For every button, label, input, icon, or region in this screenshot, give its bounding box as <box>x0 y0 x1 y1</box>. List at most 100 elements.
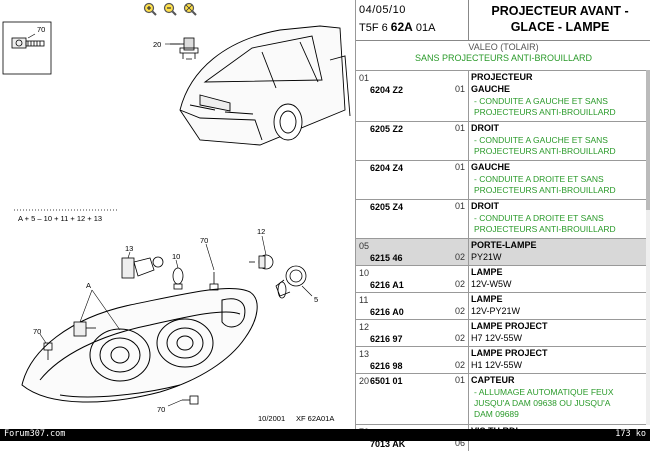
row-note: PROJECTEURS ANTI-BROUILLARD <box>474 185 616 195</box>
diagram-footer-date: 10/2001 <box>258 414 285 423</box>
row-index: 10 <box>359 268 370 278</box>
zoom-in-icon[interactable] <box>143 2 157 16</box>
parts-list-pane: 04/05/10 T5F 6 62A 01A PROJECTEUR AVANT … <box>355 0 650 451</box>
row-designation: PORTE-LAMPE <box>471 240 537 250</box>
row-designation: H1 12V-55W <box>471 360 523 370</box>
parts-scrollbar[interactable] <box>646 70 650 425</box>
brand-note: SANS PROJECTEURS ANTI-BROUILLARD <box>414 53 593 63</box>
row-note: - ALLUMAGE AUTOMATIQUE FEUX <box>474 387 614 397</box>
row-reference: 6216 A1 <box>370 280 404 290</box>
row-reference: 6204 Z4 <box>370 163 404 173</box>
row-reference: 6216 A0 <box>370 307 404 317</box>
row-designation: LAMPE <box>471 267 503 277</box>
table-row[interactable]: 6205 Z4 01 DROIT - CONDUITE A DROITE ET SAN… <box>356 199 646 238</box>
row-designation: GAUCHE <box>471 162 511 172</box>
row-reference: 6215 46 <box>370 253 403 263</box>
row-designation: LAMPE <box>471 294 503 304</box>
screw-part <box>11 37 45 49</box>
exploded-parts-diagram: 70 20 13 10 70 12 5 A 70 70 A + 5 – 10 +… <box>2 21 351 423</box>
lamp-part-13 <box>121 256 164 279</box>
row-quantity: 01 <box>455 162 466 172</box>
header-code: T5F 6 62A 01A <box>359 20 436 34</box>
row-index: 13 <box>359 349 370 359</box>
row-designation: DROIT <box>471 123 499 133</box>
row-note: DAM 09689 <box>474 409 519 419</box>
brand-label: VALEO (TOLAIR) <box>468 42 539 52</box>
row-quantity: 01 <box>455 375 466 385</box>
row-designation: H7 12V-55W <box>471 333 523 343</box>
row-index: 05 <box>359 241 370 251</box>
row-designation: 12V-PY21W <box>471 306 521 316</box>
row-index: 12 <box>359 322 370 332</box>
zoom-out-icon[interactable] <box>163 2 177 16</box>
row-reference: 6205 Z2 <box>370 124 404 134</box>
scrollbar-thumb[interactable] <box>646 70 650 210</box>
diagram-footer-code: XF 62A01A <box>296 414 334 423</box>
callout-10: 10 <box>172 252 180 261</box>
row-note: PROJECTEURS ANTI-BROUILLARD <box>474 224 616 234</box>
lamp-part-10 <box>172 267 184 290</box>
callout-5: 5 <box>314 295 318 304</box>
callout-70-top: 70 <box>37 25 45 34</box>
header-date: 04/05/10 <box>359 4 406 16</box>
row-designation: 12V-W5W <box>471 279 512 289</box>
row-designation: PROJECTEUR <box>471 72 533 82</box>
row-index: 11 <box>359 295 369 305</box>
row-note: - CONDUITE A GAUCHE ET SANS <box>474 135 608 145</box>
row-note: - CONDUITE A GAUCHE ET SANS <box>474 96 608 106</box>
row-quantity: 01 <box>455 123 466 133</box>
row-quantity: 02 <box>455 333 466 343</box>
callout-13: 13 <box>125 244 133 253</box>
header-title: PROJECTEUR AVANT - GLACE - LAMPE <box>491 4 629 34</box>
brand-header: VALEO (TOLAIR) SANS PROJECTEURS ANTI-BRO… <box>356 41 650 69</box>
row-note: PROJECTEURS ANTI-BROUILLARD <box>474 146 616 156</box>
status-site: Forum307.com <box>4 429 66 439</box>
screw-detail-box <box>2 21 52 75</box>
row-quantity: 02 <box>455 279 466 289</box>
row-reference: 6216 98 <box>370 361 403 371</box>
screw-70-mid <box>209 272 219 291</box>
row-designation: CAPTEUR <box>471 375 515 385</box>
screw-70-bot <box>182 395 199 405</box>
row-index: 20 <box>359 376 370 386</box>
headlamp-assembly <box>21 287 258 403</box>
row-reference: 6205 Z4 <box>370 202 404 212</box>
viewer-toolbar <box>143 2 197 18</box>
row-designation: PY21W <box>471 252 502 262</box>
row-quantity: 01 <box>455 84 466 94</box>
row-note: - CONDUITE A DROITE ET SANS <box>474 174 604 184</box>
fit-icon[interactable] <box>183 2 197 16</box>
row-reference: 6501 01 <box>370 376 403 386</box>
diagram-legend: A + 5 – 10 + 11 + 12 + 13 <box>18 214 102 223</box>
status-size: 173 ko <box>615 429 646 439</box>
diagram-pane: 70 20 13 10 70 12 5 A 70 70 A + 5 – 10 +… <box>2 2 351 423</box>
lamp-part-5 <box>275 265 307 299</box>
sensor-part <box>170 37 199 60</box>
row-quantity: 02 <box>455 306 466 316</box>
row-note: PROJECTEURS ANTI-BROUILLARD <box>474 107 616 117</box>
callout-a: A <box>86 281 91 290</box>
callout-70-left: 70 <box>33 327 41 336</box>
screw-70-left <box>43 342 53 360</box>
table-row[interactable]: 6205 Z2 01 DROIT - CONDUITE A GAUCHE ET SAN… <box>356 121 646 160</box>
callout-70-mid: 70 <box>200 236 208 245</box>
table-row[interactable]: 6204 Z4 01 GAUCHE - CONDUITE A DROITE ET SA… <box>356 160 646 199</box>
row-note: JUSQU'A DAM 09638 OU JUSQU'A <box>474 398 611 408</box>
callout-70-bot: 70 <box>157 405 165 414</box>
lamp-part-12 <box>249 254 274 270</box>
row-reference: 6216 97 <box>370 334 403 344</box>
row-quantity: 02 <box>455 252 466 262</box>
row-note: - CONDUITE A DROITE ET SANS <box>474 213 604 223</box>
callout-20: 20 <box>153 40 161 49</box>
row-designation: DROIT <box>471 201 499 211</box>
row-quantity: 01 <box>455 201 466 211</box>
parts-header: 04/05/10 T5F 6 62A 01A PROJECTEUR AVANT … <box>356 0 650 41</box>
